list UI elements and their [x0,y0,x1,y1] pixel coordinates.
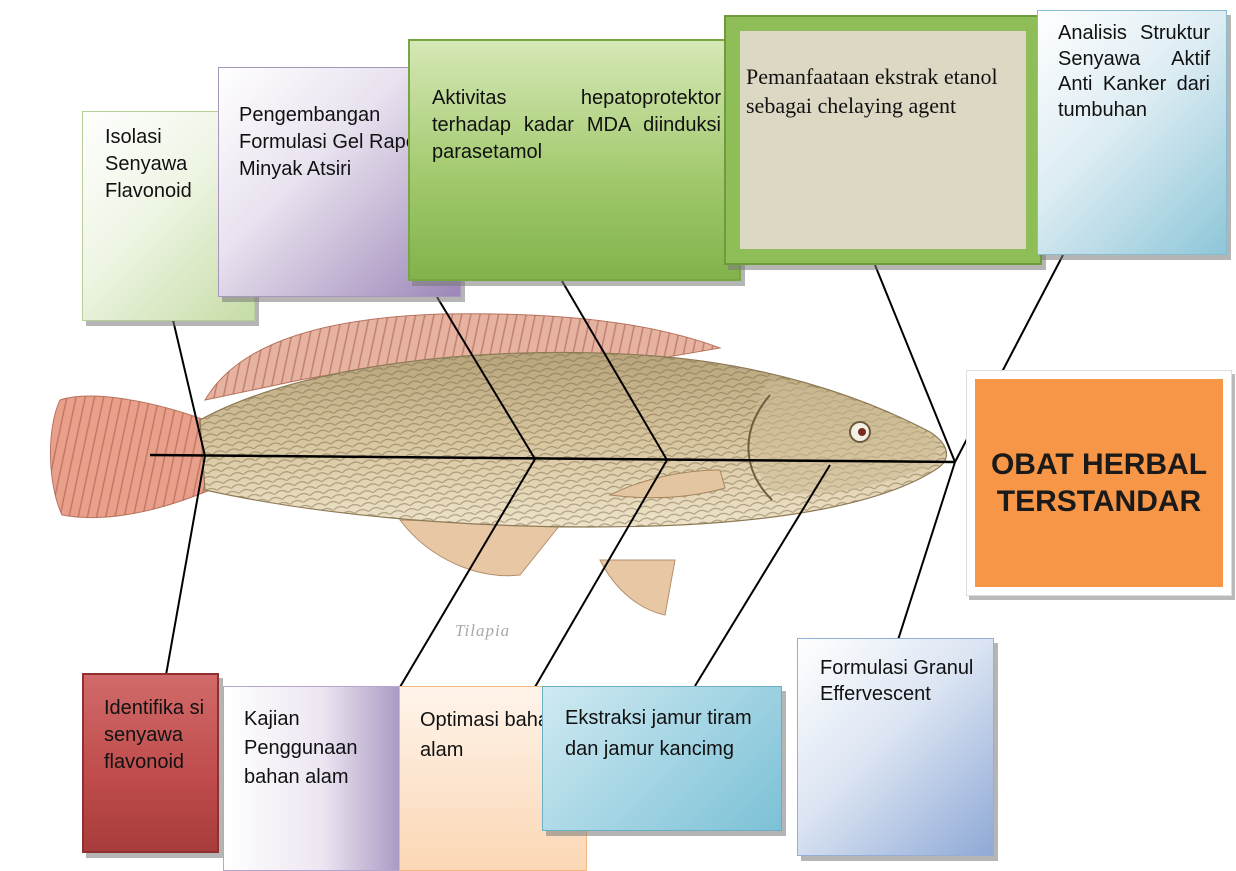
fish-caption: Tilapia [455,621,510,640]
cause-label: Analisis Struktur Senyawa Aktif Anti Kan… [1058,21,1210,123]
cause-box-identifikasi: Identifika si senyawa flavonoid [82,673,219,853]
anal-fin [400,520,560,576]
effect-box-head: OBAT HERBAL TERSTANDAR [966,370,1232,596]
cause-box-formulasi: Formulasi Granul Effervescent [797,638,994,856]
bone-bottom-5 [898,462,955,640]
cause-box-kajian: Kajian Penggunaan bahan alam [223,686,403,871]
cause-label: Pemanfaataan ekstrak etanol sebagai chel… [740,31,1026,249]
cause-label: Ekstraksi jamur tiram dan jamur kancimg [565,703,771,765]
pelvic-fin [600,560,675,615]
cause-label: Kajian Penggunaan bahan alam [244,705,394,792]
cause-label: Aktivitas hepatoprotektor terhadap kadar… [432,85,721,166]
cause-box-analisis: Analisis Struktur Senyawa Aktif Anti Kan… [1037,10,1227,255]
cause-label: Identifika si senyawa flavonoid [104,695,209,776]
effect-label: OBAT HERBAL TERSTANDAR [975,379,1223,587]
cause-box-pemanfaatan: Pemanfaataan ekstrak etanol sebagai chel… [724,15,1042,265]
cause-box-ekstraksi: Ekstraksi jamur tiram dan jamur kancimg [542,686,782,831]
cause-label: Formulasi Granul Effervescent [820,655,983,707]
cause-box-aktivitas: Aktivitas hepatoprotektor terhadap kadar… [408,39,741,281]
